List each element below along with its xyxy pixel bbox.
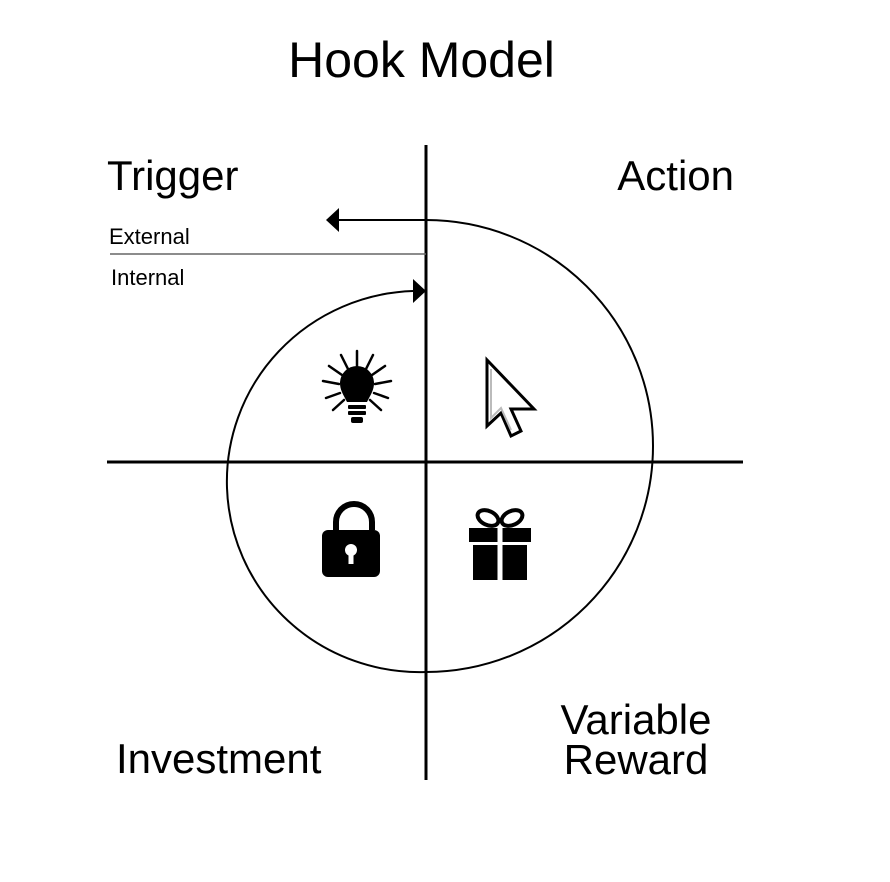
- external-trigger-arrowhead: [326, 208, 339, 232]
- internal-trigger-arrowhead: [413, 279, 426, 303]
- external-trigger-label: External: [109, 224, 190, 249]
- investment-label: Investment: [116, 735, 322, 782]
- variable-reward-label: Variable Reward: [540, 696, 732, 783]
- mouse-cursor-icon: [485, 356, 538, 439]
- internal-trigger-label: Internal: [111, 265, 185, 290]
- trigger-label: Trigger: [107, 152, 239, 199]
- action-label: Action: [617, 152, 734, 199]
- lightbulb-icon: [321, 349, 393, 423]
- cycle-loop: [225, 219, 654, 674]
- variable-reward-label-line2: Reward: [563, 736, 709, 783]
- gift-icon: [469, 508, 531, 580]
- variable-reward-label-line1: Variable: [560, 696, 712, 743]
- unlocked-padlock-icon: [322, 501, 380, 577]
- diagram-title: Hook Model: [288, 32, 555, 88]
